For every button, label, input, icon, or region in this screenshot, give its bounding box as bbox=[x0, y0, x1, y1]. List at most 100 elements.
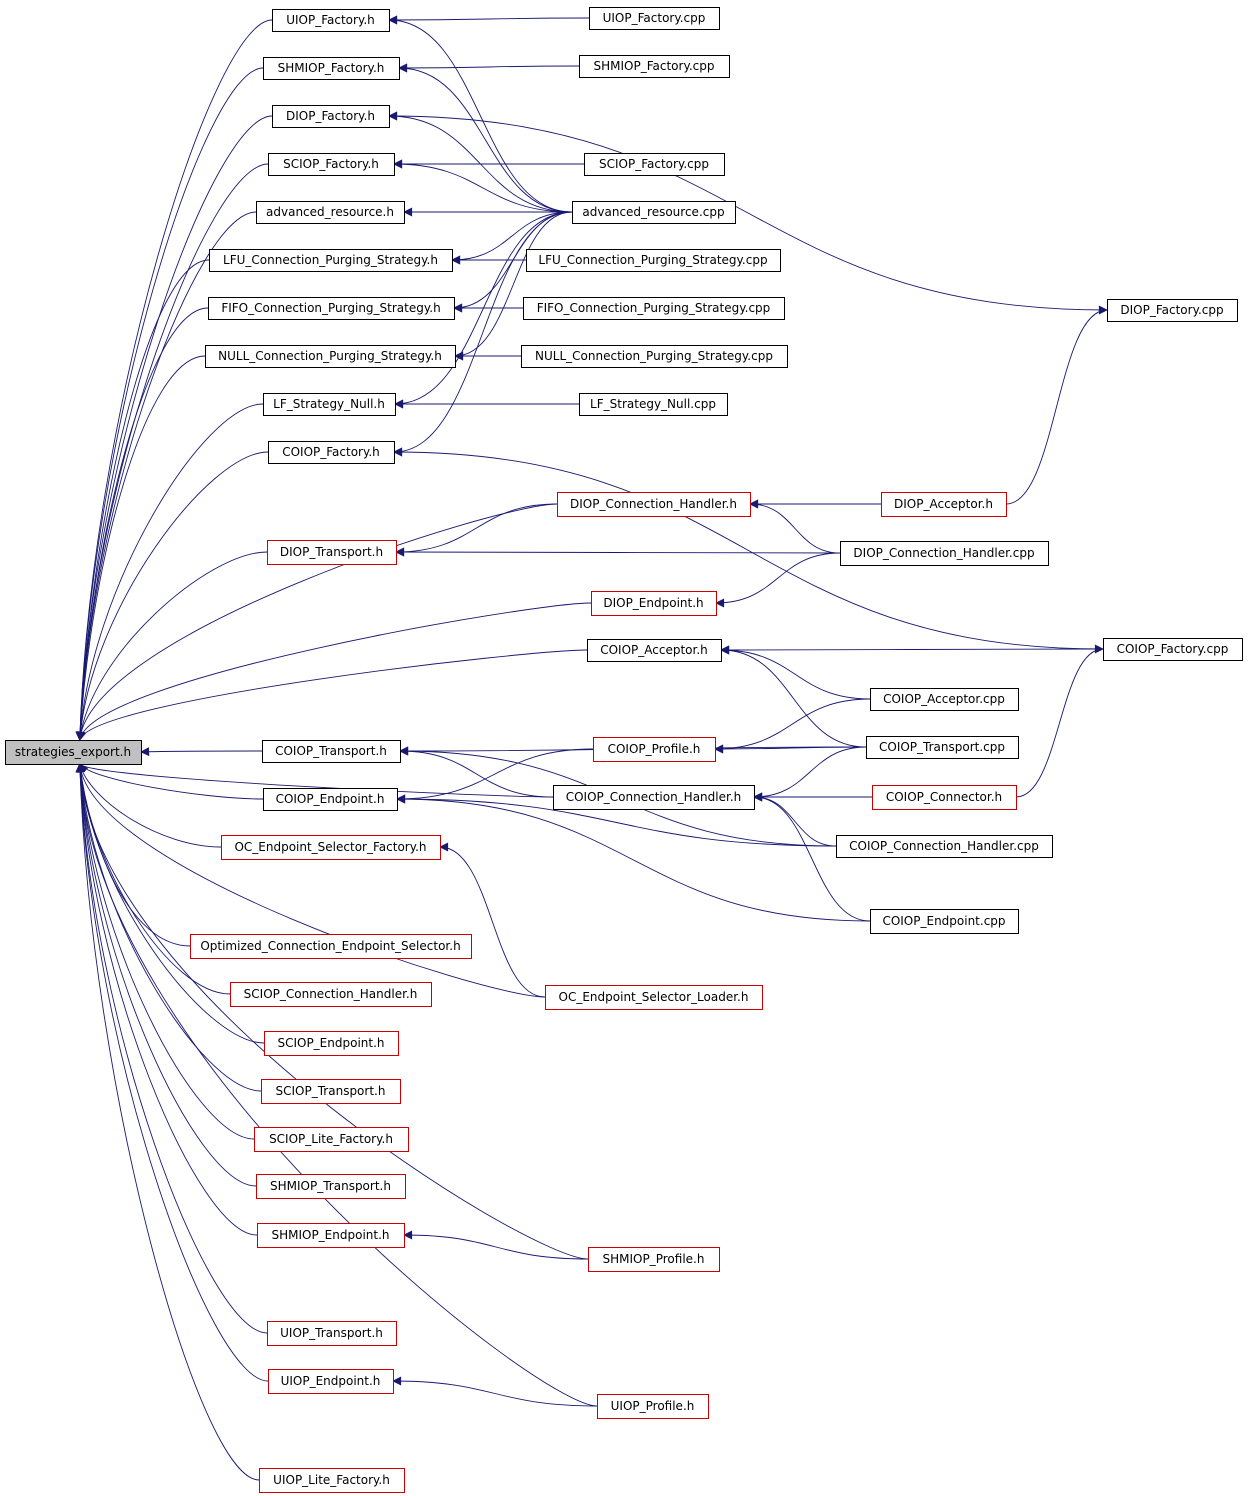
edge-COIOP_Acceptor_h-to-strategies_export_h bbox=[77, 649, 588, 741]
edge-UIOP_Profile_h-to-UIOP_Endpoint_h bbox=[392, 1376, 598, 1407]
node-uiop-transport-h[interactable]: UIOP_Transport.h bbox=[267, 1321, 397, 1346]
node-shmiop-transport-h[interactable]: SHMIOP_Transport.h bbox=[256, 1174, 406, 1199]
node-lfu-h[interactable]: LFU_Connection_Purging_Strategy.h bbox=[209, 249, 453, 272]
node-box bbox=[881, 492, 1007, 517]
node-optimized-h[interactable]: Optimized_Connection_Endpoint_Selector.h bbox=[190, 934, 472, 959]
edge-SHMIOP_Profile_h-to-SHMIOP_Endpoint_h bbox=[403, 1230, 589, 1260]
edge-UIOP_Endpoint_h-to-strategies_export_h bbox=[75, 763, 269, 1382]
edge-OC_Endpoint_Selector_Loader_h-to-OC_Endpoint_Selector_Factory_h bbox=[439, 842, 546, 998]
node-label: COIOP_Endpoint.cpp bbox=[882, 914, 1005, 928]
node-diop-connection-handler-cpp[interactable]: DIOP_Connection_Handler.cpp bbox=[840, 541, 1049, 566]
node-coiop-endpoint-h[interactable]: COIOP_Endpoint.h bbox=[263, 788, 398, 811]
node-label: COIOP_Acceptor.cpp bbox=[883, 692, 1005, 706]
node-diop-endpoint-h[interactable]: DIOP_Endpoint.h bbox=[591, 591, 717, 616]
node-box bbox=[1107, 299, 1238, 322]
edge-advanced_resource_cpp-to-LFU_h bbox=[451, 211, 573, 265]
node-box bbox=[545, 985, 763, 1010]
node-label: SCIOP_Factory.h bbox=[283, 157, 379, 171]
node-coiop-profile-h[interactable]: COIOP_Profile.h bbox=[593, 737, 716, 762]
node-box bbox=[840, 541, 1049, 566]
node-diop-factory-cpp[interactable]: DIOP_Factory.cpp bbox=[1107, 299, 1238, 322]
node-diop-transport-h[interactable]: DIOP_Transport.h bbox=[267, 540, 397, 565]
node-oc-endpoint-selector-loader-h[interactable]: OC_Endpoint_Selector_Loader.h bbox=[545, 985, 763, 1010]
edge-DIOP_Connection_Handler_cpp-to-DIOP_Transport_h bbox=[395, 547, 841, 557]
node-sciop-connection-handler-h[interactable]: SCIOP_Connection_Handler.h bbox=[230, 982, 432, 1007]
node-coiop-connection-handler-cpp[interactable]: COIOP_Connection_Handler.cpp bbox=[836, 835, 1053, 858]
node-box bbox=[230, 982, 432, 1007]
node-label: OC_Endpoint_Selector_Factory.h bbox=[234, 840, 426, 854]
edge-SHMIOP_Transport_h-to-strategies_export_h bbox=[75, 763, 257, 1187]
node-shmiop-endpoint-h[interactable]: SHMIOP_Endpoint.h bbox=[257, 1223, 405, 1248]
node-coiop-factory-h[interactable]: COIOP_Factory.h bbox=[268, 441, 395, 464]
node-diop-acceptor-h[interactable]: DIOP_Acceptor.h bbox=[881, 492, 1007, 517]
node-uiop-lite-factory-h[interactable]: UIOP_Lite_Factory.h bbox=[259, 1468, 405, 1493]
node-shmiop-factory-h[interactable]: SHMIOP_Factory.h bbox=[263, 57, 400, 80]
node-coiop-transport-h[interactable]: COIOP_Transport.h bbox=[262, 740, 401, 763]
edge-UIOP_Transport_h-to-strategies_export_h bbox=[75, 763, 268, 1334]
node-uiop-profile-h[interactable]: UIOP_Profile.h bbox=[597, 1394, 709, 1419]
node-box bbox=[208, 297, 455, 320]
edge-advanced_resource_cpp-to-NULL_h bbox=[454, 211, 573, 361]
edge-SCIOP_Connection_Handler_h-to-strategies_export_h bbox=[76, 763, 231, 995]
node-null-cpp[interactable]: NULL_Connection_Purging_Strategy.cpp bbox=[521, 345, 788, 368]
node-sciop-factory-h[interactable]: SCIOP_Factory.h bbox=[268, 153, 395, 176]
node-coiop-acceptor-cpp[interactable]: COIOP_Acceptor.cpp bbox=[870, 688, 1019, 711]
node-uiop-endpoint-h[interactable]: UIOP_Endpoint.h bbox=[268, 1369, 394, 1394]
node-box bbox=[526, 249, 781, 272]
node-label: advanced_resource.cpp bbox=[582, 205, 724, 219]
node-label: SHMIOP_Profile.h bbox=[603, 1252, 705, 1266]
node-shmiop-factory-cpp[interactable]: SHMIOP_Factory.cpp bbox=[579, 55, 730, 78]
node-sciop-endpoint-h[interactable]: SCIOP_Endpoint.h bbox=[264, 1031, 399, 1056]
node-shmiop-profile-h[interactable]: SHMIOP_Profile.h bbox=[588, 1247, 720, 1272]
node-coiop-connection-handler-h[interactable]: COIOP_Connection_Handler.h bbox=[553, 785, 755, 810]
edge-OC_Endpoint_Selector_Factory_h-to-strategies_export_h bbox=[77, 763, 222, 848]
node-diop-connection-handler-h[interactable]: DIOP_Connection_Handler.h bbox=[557, 492, 751, 517]
node-box bbox=[263, 57, 400, 80]
edge-COIOP_Factory_cpp-to-COIOP_Acceptor_h bbox=[720, 645, 1104, 655]
node-advanced-resource-h[interactable]: advanced_resource.h bbox=[256, 201, 405, 224]
node-box bbox=[579, 55, 730, 78]
node-coiop-connector-h[interactable]: COIOP_Connector.h bbox=[872, 785, 1017, 810]
edge-COIOP_Transport_cpp-to-COIOP_Connection_Handler_h bbox=[753, 746, 867, 802]
node-sciop-lite-factory-h[interactable]: SCIOP_Lite_Factory.h bbox=[254, 1127, 409, 1152]
node-box bbox=[268, 153, 395, 176]
node-uiop-factory-h[interactable]: UIOP_Factory.h bbox=[272, 9, 390, 32]
edge-LF_Strategy_Null_h-to-strategies_export_h bbox=[75, 403, 264, 741]
node-box bbox=[523, 297, 785, 320]
node-strategies-export-h[interactable]: strategies_export.h bbox=[5, 740, 142, 765]
node-oc-endpoint-selector-factory-h[interactable]: OC_Endpoint_Selector_Factory.h bbox=[221, 835, 441, 860]
node-fifo-cpp[interactable]: FIFO_Connection_Purging_Strategy.cpp bbox=[523, 297, 785, 320]
node-label: COIOP_Profile.h bbox=[608, 742, 701, 756]
node-box bbox=[268, 1369, 394, 1394]
edge-UIOP_Factory_cpp-to-UIOP_Factory_h bbox=[388, 15, 590, 25]
node-null-h[interactable]: NULL_Connection_Purging_Strategy.h bbox=[205, 345, 456, 368]
node-uiop-factory-cpp[interactable]: UIOP_Factory.cpp bbox=[589, 7, 720, 30]
node-box bbox=[267, 1321, 397, 1346]
node-sciop-factory-cpp[interactable]: SCIOP_Factory.cpp bbox=[584, 153, 725, 176]
node-box bbox=[836, 835, 1053, 858]
edge-UIOP_Factory_h-to-strategies_export_h bbox=[75, 19, 273, 741]
node-label: strategies_export.h bbox=[15, 745, 131, 759]
node-fifo-h[interactable]: FIFO_Connection_Purging_Strategy.h bbox=[208, 297, 455, 320]
node-label: SHMIOP_Factory.cpp bbox=[594, 59, 715, 73]
edge-OC_Endpoint_Selector_Loader_h-to-strategies_export_h bbox=[76, 763, 546, 998]
node-label: FIFO_Connection_Purging_Strategy.h bbox=[221, 301, 440, 315]
node-label: SCIOP_Factory.cpp bbox=[599, 157, 709, 171]
node-coiop-factory-cpp[interactable]: COIOP_Factory.cpp bbox=[1103, 638, 1243, 661]
node-lf-strategy-null-cpp[interactable]: LF_Strategy_Null.cpp bbox=[579, 393, 728, 416]
edge-NULL_h-to-strategies_export_h bbox=[75, 355, 206, 741]
node-diop-factory-h[interactable]: DIOP_Factory.h bbox=[272, 105, 390, 128]
edge-SHMIOP_Factory_cpp-to-SHMIOP_Factory_h bbox=[398, 63, 580, 73]
node-lfu-cpp[interactable]: LFU_Connection_Purging_Strategy.cpp bbox=[526, 249, 781, 272]
edge-FIFO_h-to-strategies_export_h bbox=[75, 307, 209, 741]
node-label: LF_Strategy_Null.h bbox=[273, 397, 385, 411]
node-sciop-transport-h[interactable]: SCIOP_Transport.h bbox=[261, 1079, 401, 1104]
nodes-layer: strategies_export.h UIOP_Factory.h UIOP_Fa… bbox=[5, 7, 1243, 1493]
node-coiop-transport-cpp[interactable]: COIOP_Transport.cpp bbox=[866, 736, 1019, 759]
node-advanced-resource-cpp[interactable]: advanced_resource.cpp bbox=[572, 201, 736, 224]
node-box bbox=[521, 345, 788, 368]
node-lf-strategy-null-h[interactable]: LF_Strategy_Null.h bbox=[263, 393, 396, 416]
node-coiop-acceptor-h[interactable]: COIOP_Acceptor.h bbox=[587, 639, 722, 662]
node-coiop-endpoint-cpp[interactable]: COIOP_Endpoint.cpp bbox=[870, 909, 1019, 934]
